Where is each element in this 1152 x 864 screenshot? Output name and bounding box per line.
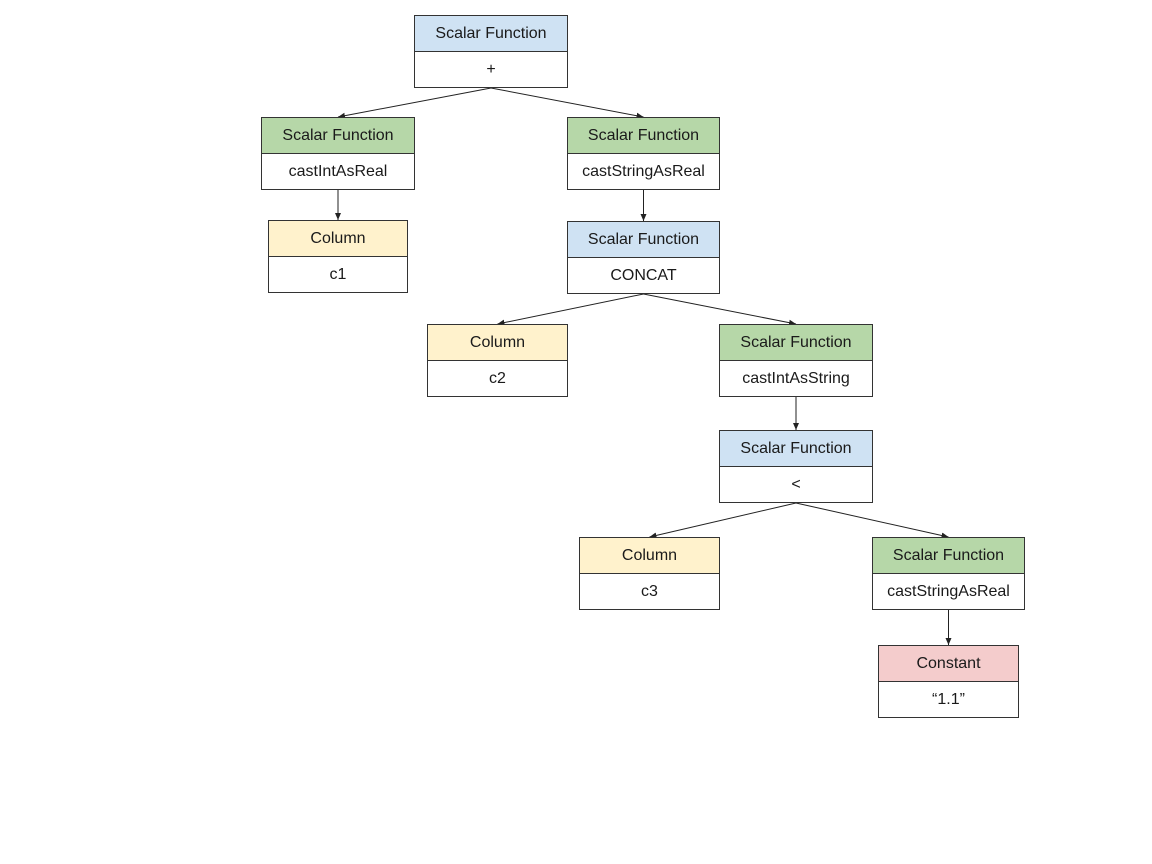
- node-value: +: [486, 60, 496, 78]
- node-scalar-function-less-than: Scalar Function <: [719, 430, 873, 503]
- node-value: <: [791, 475, 801, 493]
- edge-concat-to-col2: [497, 293, 644, 326]
- node-column-c1: Column c1: [268, 220, 408, 293]
- node-header: Scalar Function: [873, 538, 1024, 574]
- node-header: Column: [269, 221, 407, 257]
- node-header: Constant: [879, 646, 1018, 682]
- node-scalar-function-caststringasreal-2: Scalar Function castStringAsReal: [872, 537, 1025, 610]
- node-header: Column: [428, 325, 567, 361]
- node-header: Scalar Function: [568, 118, 719, 154]
- node-value: castIntAsReal: [288, 162, 388, 180]
- node-value: castStringAsReal: [582, 162, 705, 180]
- node-column-c3: Column c3: [579, 537, 720, 610]
- node-scalar-function-castintasreal: Scalar Function castIntAsReal: [261, 117, 415, 190]
- node-value: castStringAsReal: [887, 582, 1010, 600]
- node-scalar-function-plus: Scalar Function +: [414, 15, 568, 88]
- edge-concat-to-cast3: [643, 293, 797, 326]
- node-scalar-function-caststringasreal: Scalar Function castStringAsReal: [567, 117, 720, 190]
- node-value: c3: [641, 582, 658, 600]
- node-header: Column: [580, 538, 719, 574]
- node-header: Scalar Function: [415, 16, 567, 52]
- edge-lt-to-col3: [649, 502, 797, 539]
- node-column-c2: Column c2: [427, 324, 568, 397]
- edge-plus-to-cast1: [337, 87, 492, 119]
- node-header: Scalar Function: [720, 431, 872, 467]
- node-value: “1.1”: [932, 690, 965, 708]
- node-scalar-function-castintasstring: Scalar Function castIntAsString: [719, 324, 873, 397]
- edge-plus-to-cast2: [490, 87, 644, 119]
- node-scalar-function-concat: Scalar Function CONCAT: [567, 221, 720, 294]
- node-header: Scalar Function: [262, 118, 414, 154]
- node-value: castIntAsString: [742, 369, 850, 387]
- node-constant: Constant “1.1”: [878, 645, 1019, 718]
- node-value: c1: [329, 265, 347, 283]
- node-header: Scalar Function: [568, 222, 719, 258]
- node-value: c2: [489, 369, 506, 387]
- node-value: CONCAT: [610, 266, 677, 284]
- node-header: Scalar Function: [720, 325, 872, 361]
- edge-lt-to-cast4: [795, 502, 949, 539]
